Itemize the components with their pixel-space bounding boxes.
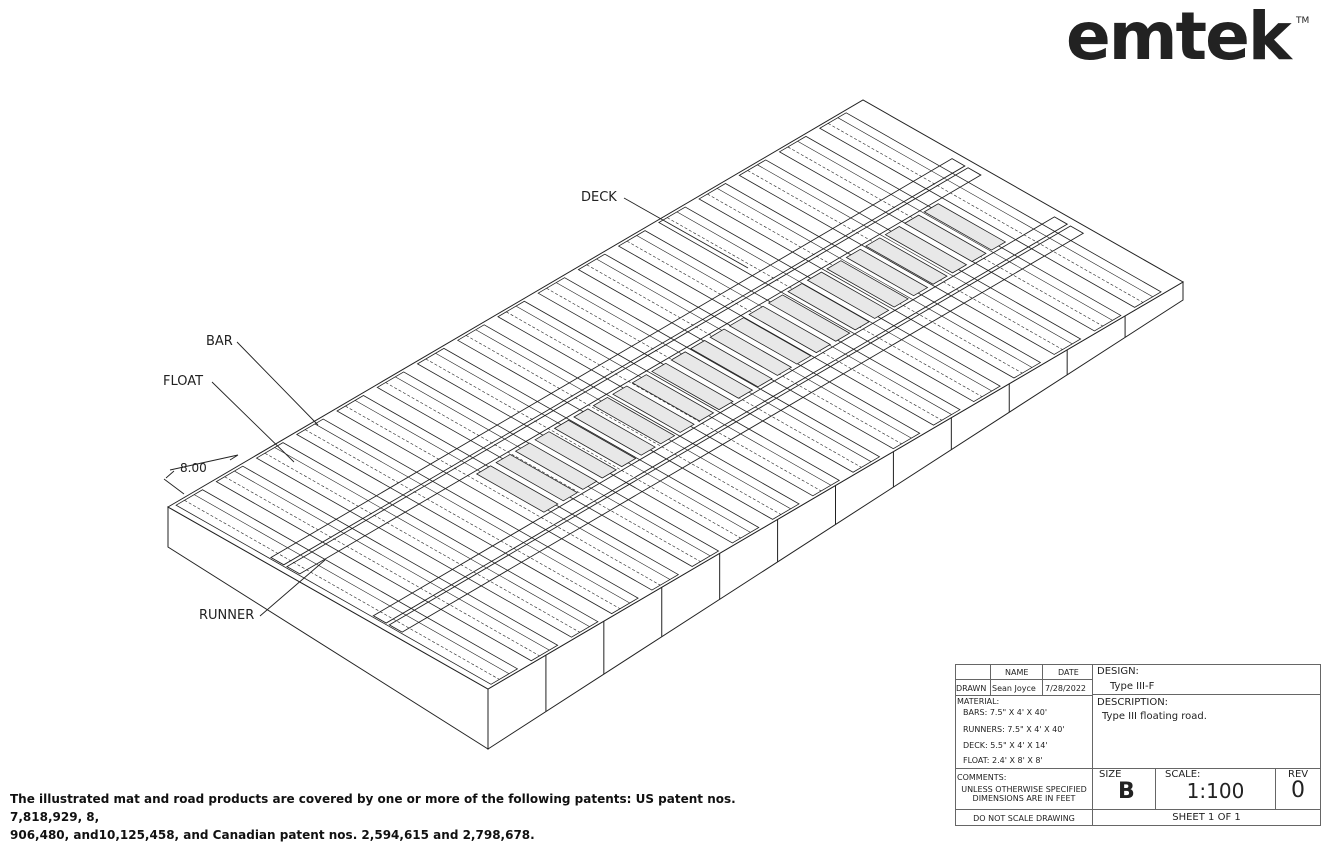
patent-line-2: 906,480, and10,125,458, and Canadian pat… [10, 826, 810, 844]
tb-size-value: B [1118, 779, 1135, 804]
bar-callout: BAR [206, 334, 233, 349]
patent-notice: The illustrated mat and road products ar… [10, 790, 810, 844]
tb-material-bars: BARS: 7.5" X 4' X 40' [963, 708, 1047, 717]
deck-callout: DECK [581, 190, 617, 205]
float-callout: FLOAT [163, 374, 203, 389]
tb-comments-line2: DIMENSIONS ARE IN FEET [955, 794, 1093, 803]
tb-drawn-label: DRAWN [956, 684, 986, 693]
floating-road-assembly [168, 100, 1183, 749]
tb-name-header: NAME [1005, 668, 1028, 677]
tb-material-runners: RUNNERS: 7.5" X 4' X 40' [963, 725, 1065, 734]
dimension-label: 8.00 [180, 461, 207, 475]
emtek-logo: emtek [1066, 4, 1290, 70]
tb-do-not-scale: DO NOT SCALE DRAWING [955, 814, 1093, 823]
tb-drawn-date: 7/28/2022 [1045, 684, 1086, 693]
title-block: NAME DATE DRAWN Sean Joyce 7/28/2022 MAT… [955, 664, 1321, 826]
tb-comments-label: COMMENTS: [957, 773, 1006, 782]
tb-description-value: Type III floating road. [1102, 711, 1207, 722]
tb-comments-line1: UNLESS OTHERWISE SPECIFIED [955, 785, 1093, 794]
tb-design-value: Type III-F [1110, 681, 1154, 692]
tb-scale-value: 1:100 [1155, 779, 1276, 803]
float-leader-line [212, 382, 294, 462]
tb-date-header: DATE [1058, 668, 1079, 677]
patent-line-1: The illustrated mat and road products ar… [10, 790, 810, 826]
tb-design-label: DESIGN: [1097, 666, 1139, 677]
tb-material-label: MATERIAL: [957, 697, 999, 706]
tb-rev-value: 0 [1291, 778, 1305, 803]
runner-callout: RUNNER [199, 608, 254, 623]
tb-sheet: SHEET 1 OF 1 [1092, 812, 1321, 823]
tb-material-deck: DECK: 5.5" X 4' X 14' [963, 741, 1048, 750]
tb-description-label: DESCRIPTION: [1097, 697, 1168, 708]
trademark-mark: TM [1296, 16, 1309, 26]
bar-leader-line [237, 342, 318, 425]
tb-blank-cell [955, 664, 991, 680]
tb-material-float: FLOAT: 2.4' X 8' X 8' [963, 756, 1043, 765]
tb-drawn-name: Sean Joyce [992, 684, 1036, 693]
